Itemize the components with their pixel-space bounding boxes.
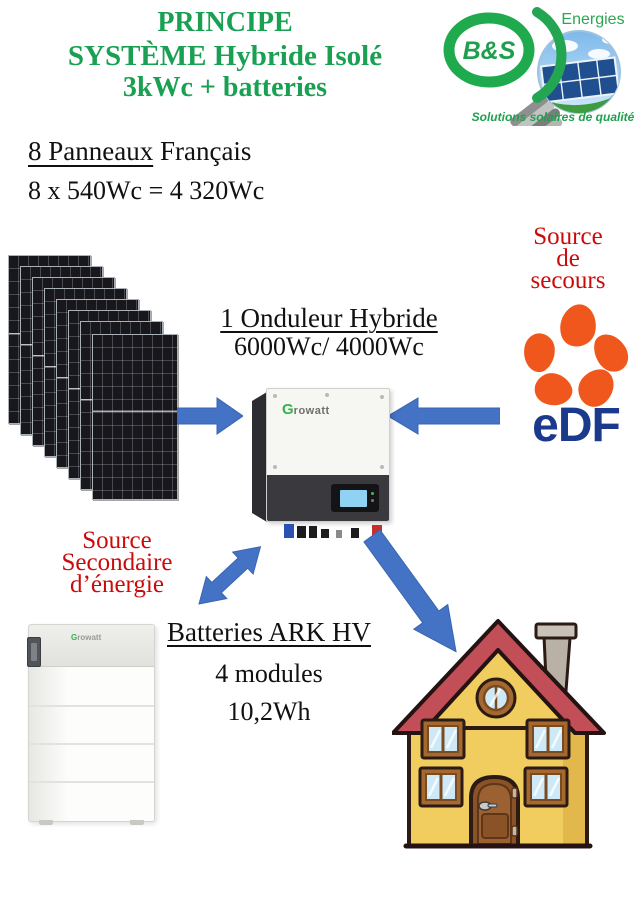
panels-heading-block: 8 Panneaux Français 8 x 540Wc = 4 320Wc — [28, 136, 264, 206]
backup-line-1: Source — [533, 223, 603, 250]
inverter-display — [331, 484, 379, 512]
roof-icon — [392, 619, 606, 735]
company-logo: B&S Energies Solutions solaires de quali… — [443, 7, 635, 126]
arrow-inverter-battery-icon — [198, 546, 262, 605]
door-icon — [469, 774, 520, 848]
inverter-lcd-screen — [340, 490, 367, 507]
growatt-logo-text: Growatt — [282, 401, 330, 419]
inverter-connector — [297, 526, 306, 538]
battery-module-seam — [29, 743, 154, 745]
inverter-connector — [284, 524, 294, 538]
backup-line-3: secours — [530, 267, 606, 294]
solar-panels-image — [8, 255, 180, 505]
inverter-front-panel: Growatt — [266, 388, 390, 522]
inverter-image: Growatt — [252, 388, 392, 538]
edf-logo: eDF — [518, 301, 633, 447]
panels-count-text: 8 Panneaux — [28, 136, 154, 166]
growatt-g: G — [282, 401, 294, 418]
inverter-heading-block: 1 Onduleur Hybride 6000Wc/ 4000Wc — [198, 303, 460, 361]
edf-wordmark: eDF — [532, 399, 620, 447]
inverter-label: 1 Onduleur Hybride — [220, 303, 438, 333]
window-icon — [420, 718, 466, 760]
battery-modules: 4 modules — [215, 659, 323, 688]
page-title: PRINCIPE SYSTÈME Hybride Isolé 3kWc + ba… — [5, 6, 445, 103]
inverter-connector — [351, 528, 359, 538]
round-window-icon — [475, 677, 517, 719]
logo-tagline-text: Solutions solaires de qualité — [472, 110, 635, 124]
battery-brand-g: G — [71, 633, 78, 642]
panels-heading: 8 Panneaux Français — [28, 136, 264, 167]
window-icon — [418, 766, 464, 808]
title-line-2: SYSTÈME Hybride Isolé — [67, 40, 383, 72]
battery-capacity: 10,2Wh — [227, 697, 311, 726]
house-image — [392, 619, 606, 849]
arrow-grid-to-inverter-icon — [388, 397, 500, 435]
secondary-line-2: Secondaire — [61, 549, 173, 576]
logo-brand-text: B&S — [463, 37, 516, 65]
battery-top-cap: Growatt — [29, 625, 154, 667]
edf-flame-icon — [518, 301, 633, 414]
title-line-1: PRINCIPE — [157, 7, 293, 38]
inverter-connector — [321, 529, 329, 538]
battery-module-seam — [29, 781, 154, 783]
title-line-3: 3kWc + batteries — [122, 72, 328, 103]
battery-module-seam — [29, 705, 154, 707]
backup-source-label: Source de secours — [498, 223, 638, 294]
battery-heading-block: Batteries ARK HV 4 modules 10,2Wh — [150, 617, 388, 727]
battery-foot — [130, 820, 144, 825]
battery-brand-text: Growatt — [71, 633, 101, 642]
arrow-inverter-to-house-icon — [363, 529, 457, 653]
inverter-connector — [336, 530, 342, 538]
battery-foot — [39, 820, 53, 825]
battery-connector — [27, 637, 41, 667]
panels-formula: 8 x 540Wc = 4 320Wc — [28, 176, 265, 205]
secondary-line-3: d’énergie — [70, 571, 164, 598]
inverter-spec: 6000Wc/ 4000Wc — [234, 332, 424, 361]
solar-panel — [92, 334, 178, 500]
arrow-panels-to-inverter-icon — [177, 397, 243, 435]
secondary-line-1: Source — [82, 527, 152, 554]
battery-image: Growatt — [27, 624, 155, 825]
window-icon — [525, 718, 571, 760]
window-icon — [523, 766, 569, 808]
secondary-source-label: Source Secondaire d’énergie — [22, 527, 212, 598]
inverter-connector — [372, 525, 382, 538]
inverter-side-panel — [252, 392, 267, 522]
backup-line-2: de — [556, 245, 580, 272]
inverter-lower-section — [267, 475, 389, 521]
growatt-rest: rowatt — [293, 405, 330, 417]
battery-label: Batteries ARK HV — [167, 617, 371, 647]
logo-energies-text: Energies — [561, 11, 624, 28]
battery-brand-rest: rowatt — [77, 633, 102, 642]
bs-ring-icon — [443, 7, 567, 103]
panels-origin-text: Français — [153, 136, 252, 166]
inverter-connector — [309, 526, 317, 538]
